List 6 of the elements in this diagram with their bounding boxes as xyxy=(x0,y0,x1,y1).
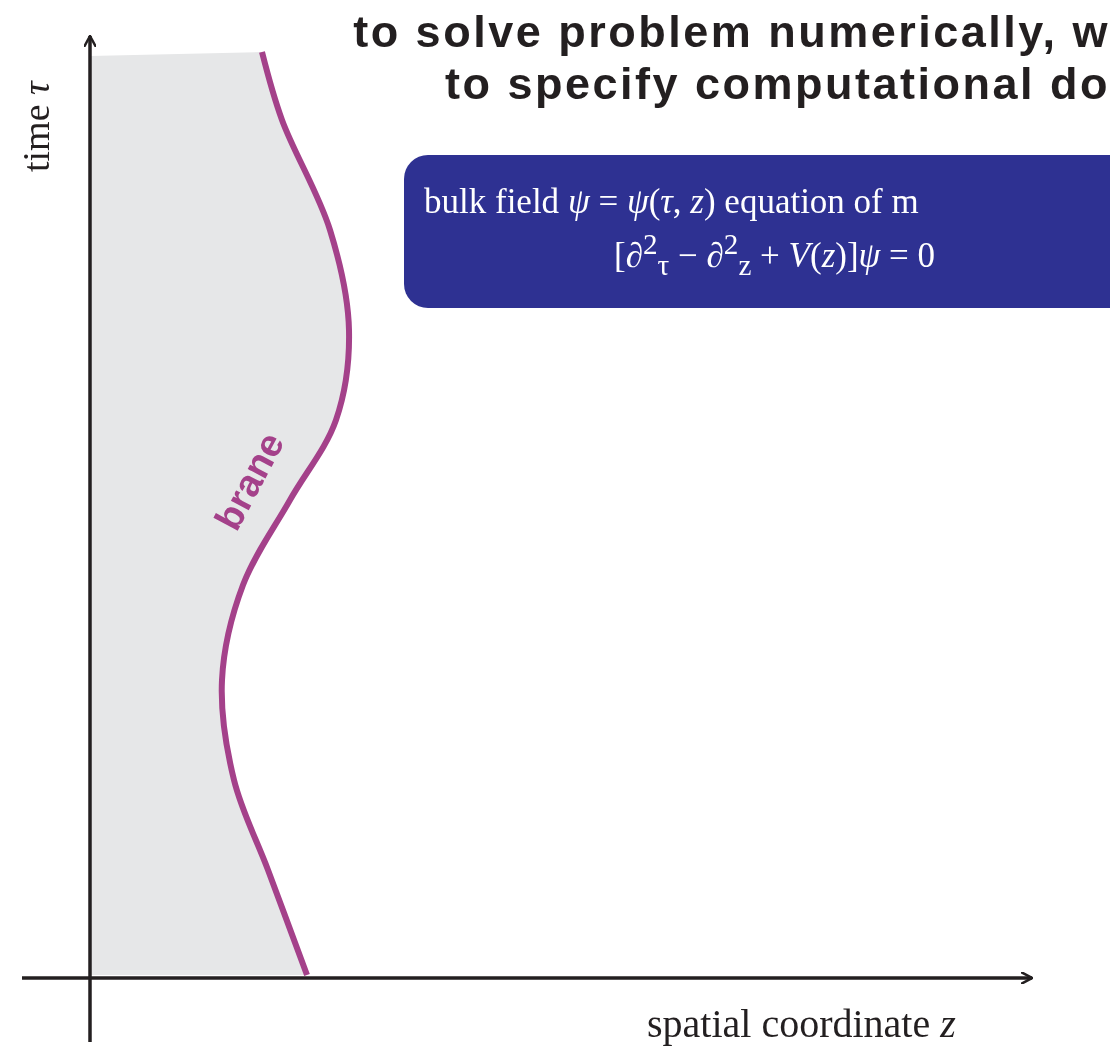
equation-text: [∂$^{2}$$_{τ}$ − ∂$^{2}$$_{z}$ + V(z)]ψ = 0 xyxy=(614,227,936,283)
equation-panel xyxy=(404,155,1110,308)
axis-label: time τ xyxy=(14,81,58,172)
title: to solve problem numerically, w to specify computational do xyxy=(352,6,1110,110)
panel-text: bulk field ψ = ψ(τ, z) equation of m xyxy=(424,181,919,223)
axis-label: spatial coordinate z xyxy=(647,1000,956,1047)
